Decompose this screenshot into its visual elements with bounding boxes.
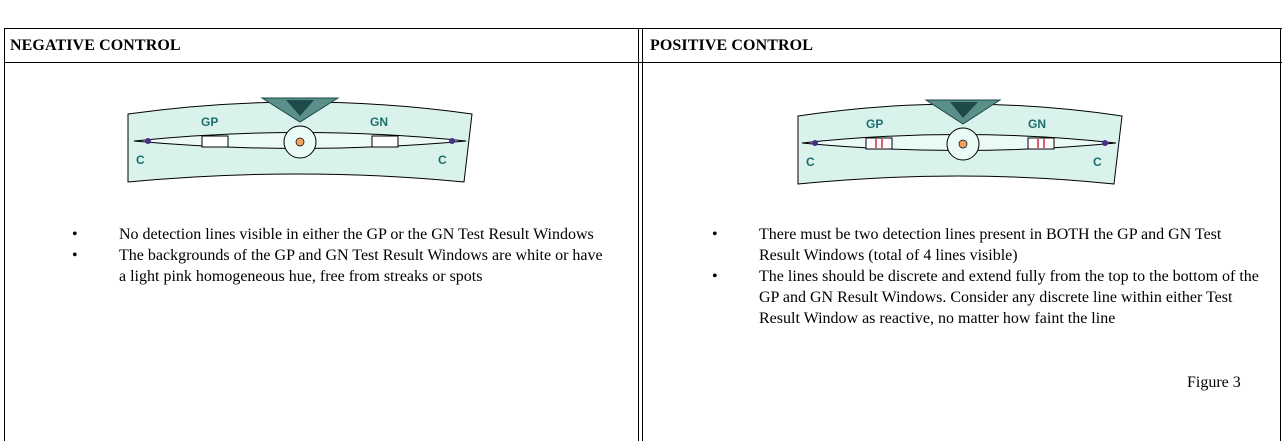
- column-divider-a: [638, 28, 639, 441]
- gn-result-window: [371, 135, 399, 148]
- dial-marker: [286, 100, 314, 116]
- sample-well-dot: [958, 139, 968, 149]
- detection-line: [1037, 139, 1039, 148]
- negative-control-heading: NEGATIVE CONTROL: [10, 37, 181, 54]
- detection-line: [881, 139, 883, 148]
- table-right-border: [1280, 28, 1281, 441]
- right-control-label: C: [438, 153, 447, 167]
- detection-line: [1043, 139, 1045, 148]
- negative-criteria-list: No detection lines visible in either the…: [72, 224, 612, 287]
- column-divider-b: [642, 28, 643, 441]
- gn-label: GN: [370, 115, 388, 129]
- left-control-dot: [145, 138, 151, 144]
- positive-criteria-list: There must be two detection lines presen…: [712, 224, 1264, 329]
- header-divider: [4, 62, 1282, 63]
- left-control-label: C: [806, 155, 815, 169]
- gn-result-window: [1027, 137, 1055, 150]
- dial-marker: [950, 102, 978, 118]
- positive-criterion: The lines should be discrete and extend …: [712, 266, 1264, 329]
- positive-device-diagram: GP GN C C: [797, 99, 1123, 185]
- table-top-border: [4, 28, 1282, 29]
- gn-label: GN: [1028, 117, 1046, 131]
- figure-caption: Figure 3: [1187, 374, 1241, 391]
- left-control-dot: [812, 140, 818, 146]
- positive-control-heading: POSITIVE CONTROL: [650, 37, 813, 54]
- gp-detection-lines: [875, 139, 883, 148]
- gp-label: GP: [201, 115, 218, 129]
- gn-detection-lines: [1037, 139, 1045, 148]
- gp-result-window: [865, 137, 893, 150]
- left-control-label: C: [136, 153, 145, 167]
- gp-result-window: [201, 135, 229, 148]
- sample-well-dot: [295, 137, 305, 147]
- negative-criterion: The backgrounds of the GP and GN Test Re…: [72, 245, 612, 287]
- negative-criterion: No detection lines visible in either the…: [72, 224, 612, 245]
- positive-criterion: There must be two detection lines presen…: [712, 224, 1264, 266]
- gp-label: GP: [866, 117, 883, 131]
- detection-line: [875, 139, 877, 148]
- right-control-label: C: [1093, 155, 1102, 169]
- negative-device-diagram: GP GN C C: [127, 97, 473, 183]
- right-control-dot: [449, 138, 455, 144]
- table-left-border: [4, 28, 5, 441]
- right-control-dot: [1102, 140, 1108, 146]
